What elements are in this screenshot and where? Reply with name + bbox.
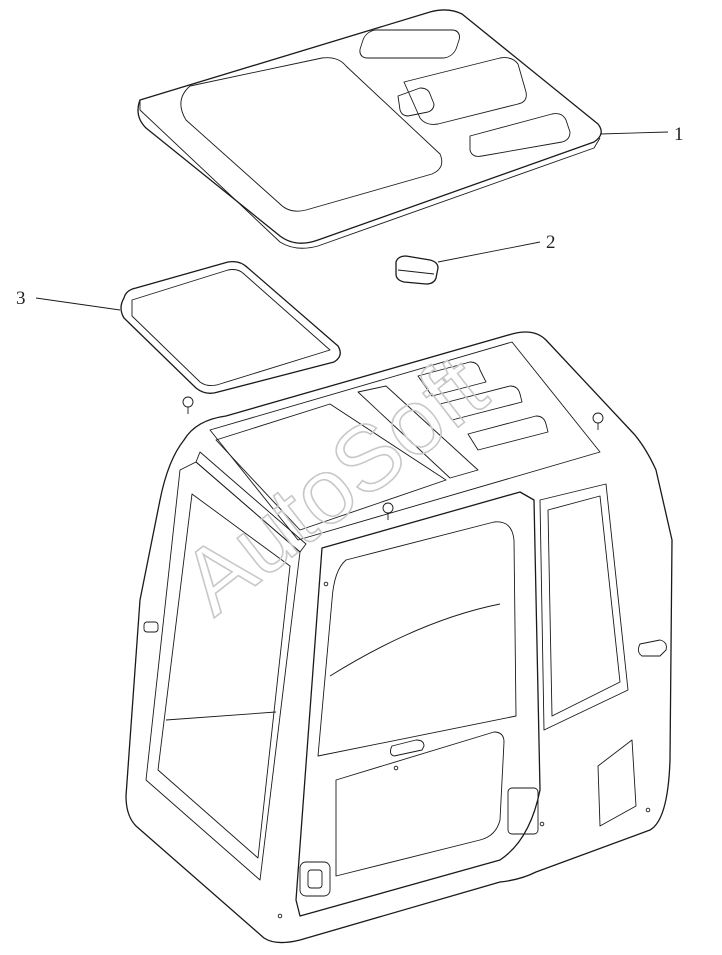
callout-3-label: 3 — [16, 288, 26, 309]
cab-body — [125, 331, 673, 944]
part-2-pad — [395, 255, 439, 285]
leader-line-1 — [599, 131, 669, 135]
callout-1-label: 1 — [674, 124, 684, 145]
part-3-roof-glass — [120, 260, 341, 394]
leader-line-3 — [35, 297, 121, 311]
leader-line-2 — [437, 241, 541, 263]
callout-2-label: 2 — [546, 232, 556, 253]
part-1-roof-panel — [137, 9, 602, 249]
